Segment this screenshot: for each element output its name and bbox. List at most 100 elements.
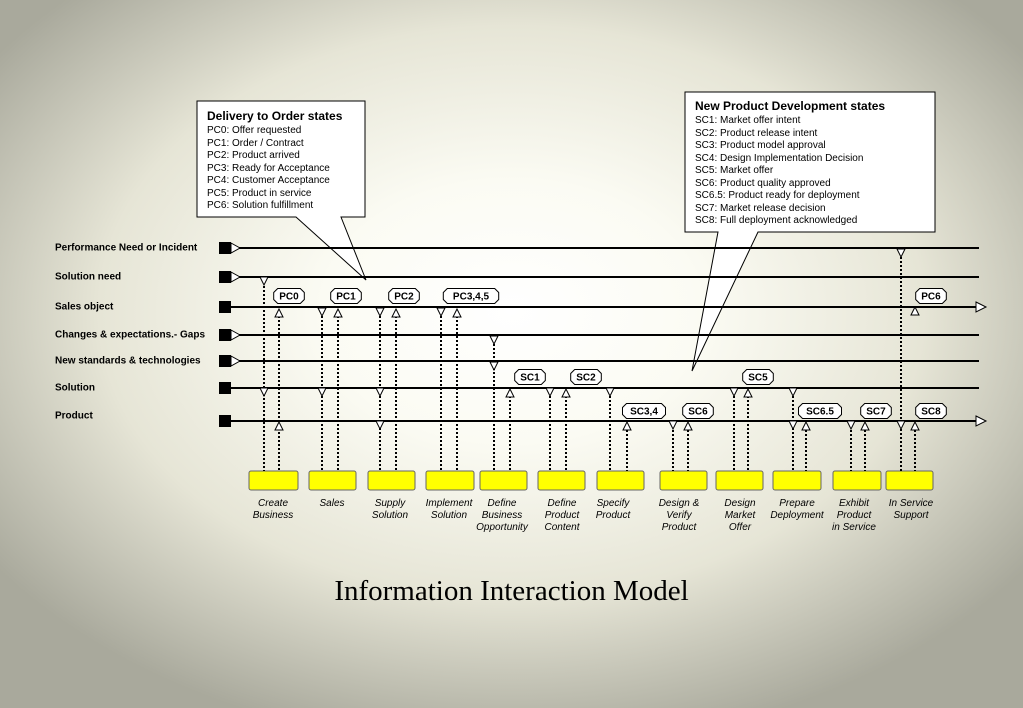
npd-states-balloon — [684, 91, 936, 372]
process-box-prepare-deployment — [772, 470, 822, 491]
flow-up-marker — [505, 387, 515, 398]
state-tag-label: PC1 — [336, 292, 356, 303]
delivery-state-item: PC6: Solution fulfillment — [207, 200, 314, 211]
flow-down-marker — [375, 307, 385, 318]
process-label-define-product-content: Define Product Content — [544, 498, 580, 533]
flow-down-marker — [375, 420, 385, 431]
process-label-supply-solution: Supply Solution — [371, 498, 409, 521]
npd-state-item: SC4: Design Implementation Decision — [695, 152, 864, 164]
state-tag-label: SC1 — [520, 373, 540, 384]
flow-down-marker — [729, 387, 739, 398]
lane-start-marker — [219, 301, 231, 313]
npd-states-callout: New Product Development states SC1: Mark… — [695, 99, 885, 228]
flow-up-marker — [743, 387, 753, 398]
flow-down-marker — [375, 387, 385, 398]
state-tag-sc6 — [682, 403, 714, 419]
flow-down-marker — [896, 420, 906, 431]
state-tag-sc1 — [514, 369, 546, 385]
lane-start-marker — [219, 415, 231, 427]
lane-end-arrow — [975, 301, 988, 313]
lane-inlet-arrow — [230, 329, 242, 341]
process-label-design-market-offer: Design Market Offer — [724, 498, 756, 533]
npd-states-title: New Product Development states — [695, 99, 886, 113]
process-box-implement-solution — [425, 470, 475, 491]
npd-state-item: SC6.5: Product ready for deployment — [695, 190, 860, 201]
state-tag-pc6 — [915, 288, 947, 304]
npd-state-item: SC2: Product release intent — [695, 127, 818, 139]
process-box-create-business — [248, 470, 299, 491]
flow-down-marker — [259, 276, 269, 287]
process-label-implement-solution: Implement Solution — [425, 498, 473, 521]
npd-state-item: SC6: Product quality approved — [695, 177, 831, 189]
state-tag-sc6-5 — [798, 403, 842, 419]
state-tag-pc1 — [330, 288, 362, 304]
flow-down-marker — [668, 420, 678, 431]
page-title: Information Interaction Model — [334, 575, 689, 607]
flow-down-marker — [489, 361, 499, 372]
state-tag-pc0 — [273, 288, 305, 304]
delivery-state-item: PC4: Customer Acceptance — [207, 175, 330, 186]
process-label-define-business-opportunity: Define Business Opportunity — [476, 498, 528, 533]
flow-up-marker — [452, 307, 462, 318]
flow-down-marker — [788, 387, 798, 398]
flow-down-marker — [788, 420, 798, 431]
flow-up-marker — [910, 420, 920, 431]
state-tag-label: PC3,4,5 — [453, 292, 490, 303]
lane-start-marker — [219, 271, 231, 283]
lane-label-performance-need: Performance Need or Incident — [55, 242, 198, 254]
process-box-sales — [308, 470, 357, 491]
lane-label-sales-object: Sales object — [55, 301, 114, 313]
flow-up-marker — [683, 420, 693, 431]
flow-up-marker — [274, 420, 284, 431]
flow-down-marker — [605, 387, 615, 398]
npd-state-item: SC3: Product model approval — [695, 140, 826, 151]
lane-start-marker — [219, 355, 231, 367]
state-tag-label: PC0 — [279, 292, 299, 303]
process-box-design-market-offer — [715, 470, 764, 491]
npd-state-item: SC7: Market release decision — [695, 202, 826, 214]
process-label-specify-product: Specify Product — [595, 498, 631, 521]
flow-up-marker — [561, 387, 571, 398]
state-tag-label: SC5 — [748, 373, 768, 384]
flow-down-marker — [259, 387, 269, 398]
state-tag-label: SC2 — [576, 373, 596, 384]
npd-state-item: SC8: Full deployment acknowledged — [695, 215, 858, 226]
lane-start-marker — [219, 242, 231, 254]
state-tag-label: SC6.5 — [806, 407, 834, 418]
lane-start-marker — [219, 329, 231, 341]
delivery-states-callout: Delivery to Order states PC0: Offer requ… — [207, 109, 342, 213]
delivery-state-item: PC0: Offer requested — [207, 125, 302, 136]
flow-up-marker — [333, 307, 343, 318]
flow-up-marker — [391, 307, 401, 318]
flow-down-marker — [489, 335, 499, 346]
lane-label-product: Product — [55, 410, 93, 422]
flow-up-marker — [622, 420, 632, 431]
process-box-define-product-content — [537, 470, 586, 491]
flow-up-marker — [860, 420, 870, 431]
process-label-prepare-deployment: Prepare Deployment — [770, 498, 824, 521]
state-tag-label: SC7 — [866, 407, 886, 418]
process-label-design-verify-product: Design & Verify Product — [658, 498, 700, 533]
lane-inlet-arrow — [230, 355, 242, 367]
state-tag-sc3-4 — [622, 403, 666, 419]
npd-state-item: SC5: Market offer — [695, 165, 774, 176]
state-tag-sc8 — [915, 403, 947, 419]
delivery-states-title: Delivery to Order states — [207, 109, 343, 123]
lane-label-new-standards: New standards & technologies — [55, 355, 201, 367]
npd-state-item: SC1: Market offer intent — [695, 115, 801, 126]
flow-down-marker — [896, 248, 906, 259]
flow-down-marker — [846, 420, 856, 431]
process-label-in-service-support: In Service Support — [888, 498, 934, 521]
state-tag-sc7 — [860, 403, 892, 419]
lane-start-marker — [219, 382, 231, 394]
flow-up-marker — [801, 420, 811, 431]
flow-down-marker — [545, 387, 555, 398]
state-tag-sc2 — [570, 369, 602, 385]
lane-label-solution-need: Solution need — [55, 271, 122, 283]
delivery-state-item: PC2: Product arrived — [207, 150, 300, 161]
process-box-in-service-support — [885, 470, 934, 491]
flow-up-marker — [274, 307, 284, 318]
lane-end-arrow — [975, 415, 988, 427]
lane-inlet-arrow — [230, 271, 242, 283]
state-tag-label: SC6 — [688, 407, 708, 418]
